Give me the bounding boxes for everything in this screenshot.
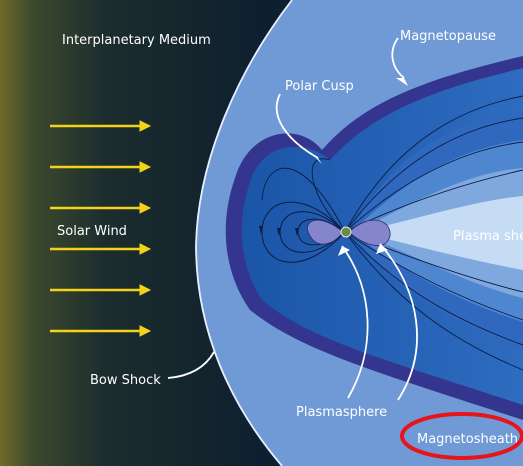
solar-wind-arrow [50, 202, 152, 214]
solar-wind-arrow [50, 284, 152, 296]
bow-shock-line [195, 0, 293, 466]
earth-icon [340, 226, 352, 238]
plasma-sheet-label: Plasma she [453, 229, 523, 244]
magnetopause-pointer [391, 37, 405, 79]
solar-wind-arrow [50, 120, 152, 132]
magnetosheath-highlight [400, 412, 523, 460]
polar-cusp-pointer [275, 93, 319, 159]
plasmasphere-label: Plasmasphere [296, 405, 387, 420]
solar-wind-arrow [50, 161, 152, 173]
field-direction-arrows [259, 226, 299, 236]
plasmasphere-pointer-2 [379, 243, 418, 401]
pointer-heads [208, 78, 408, 358]
plasmasphere-lobes [307, 219, 391, 246]
solar-wind-arrows [50, 120, 152, 337]
bow-shock-label: Bow Shock [90, 373, 161, 388]
interplanetary-medium-label: Interplanetary Medium [62, 33, 211, 48]
bow-shock-pointer [167, 351, 215, 379]
label-pointers [167, 37, 418, 401]
solar-wind-arrow [50, 325, 152, 337]
solar-wind-arrow [50, 243, 152, 255]
polar-cusp-label: Polar Cusp [285, 79, 354, 94]
plasma-sheet-region [360, 196, 523, 270]
magnetopause-label: Magnetopause [400, 29, 496, 44]
solar-wind-label: Solar Wind [57, 224, 127, 239]
plasmasphere-pointer-1 [341, 245, 369, 399]
magnetosheath-label: Magnetosheath [417, 432, 518, 447]
